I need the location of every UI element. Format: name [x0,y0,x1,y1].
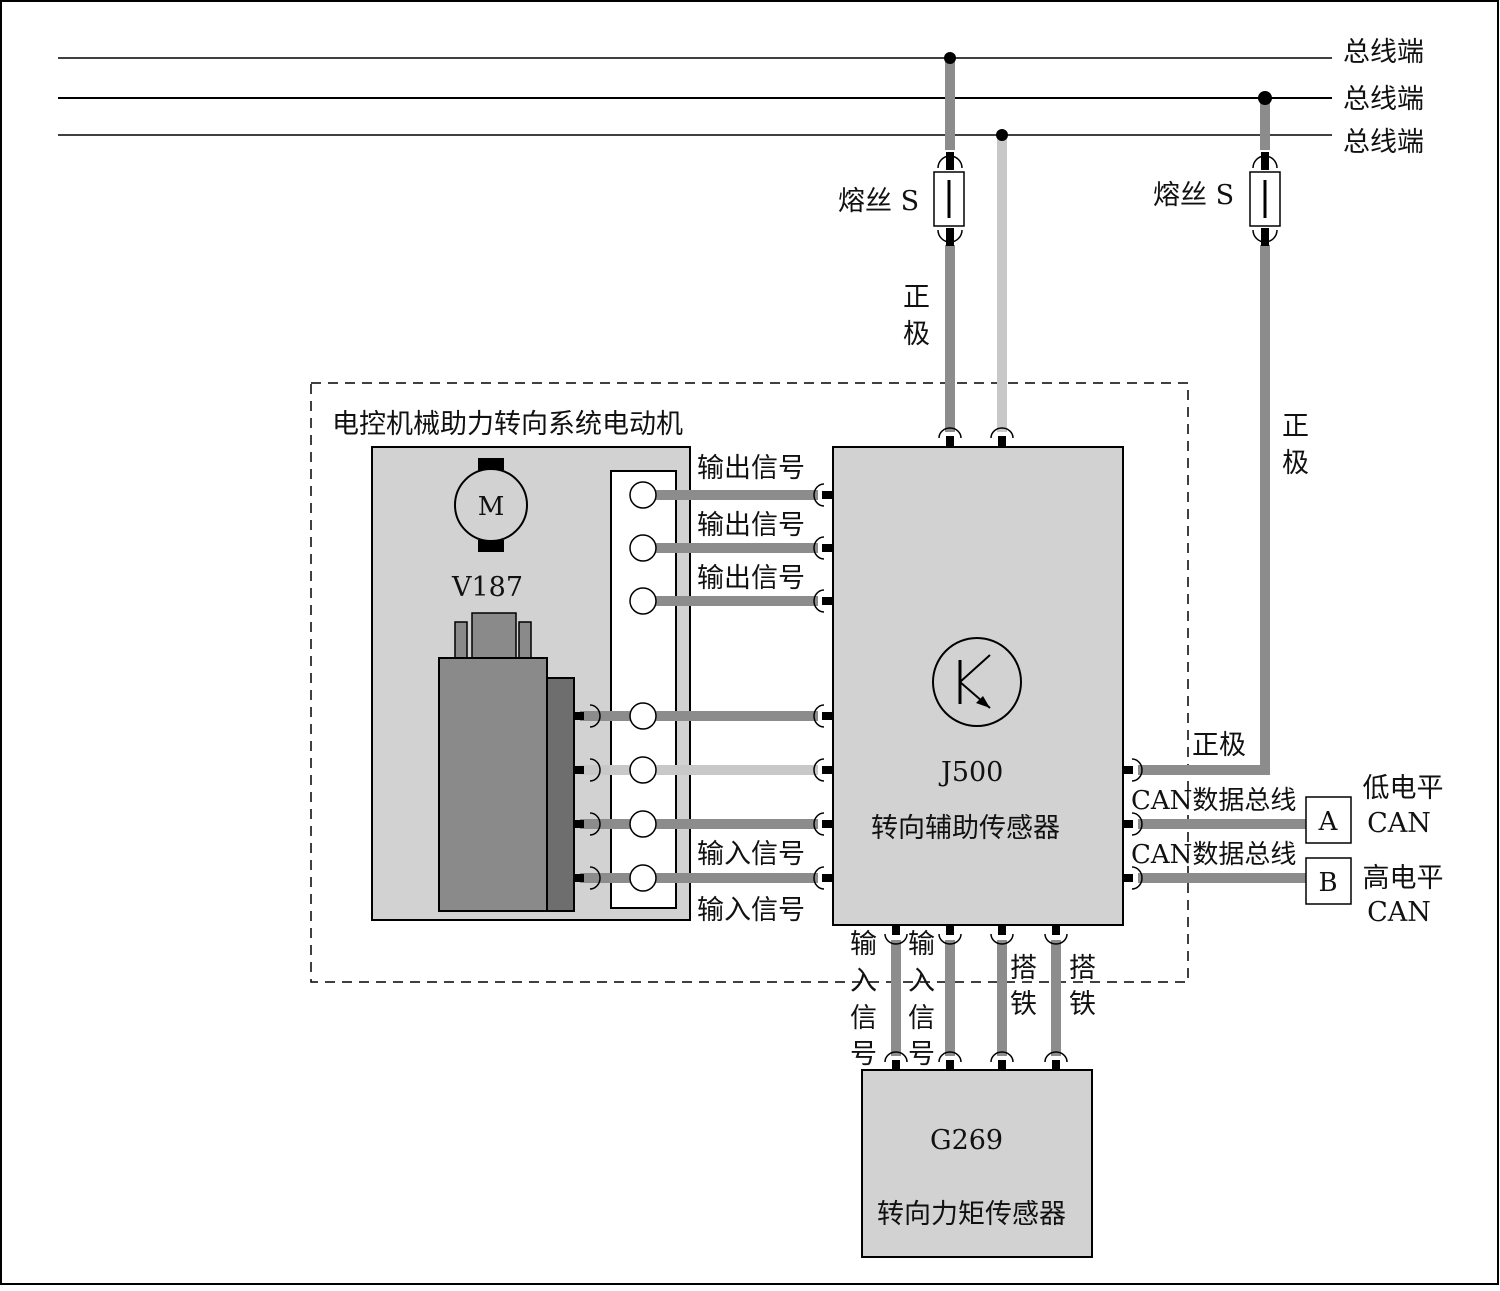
j500-top-connectors [938,427,1014,447]
j500-box [832,446,1124,926]
input1-char-1: 输 [850,929,877,960]
junction-dot-3 [996,129,1008,141]
ground1-char-1: 搭 [1010,953,1037,984]
high-level-label-2: CAN [1367,897,1431,928]
positive-right-char2: 极 [1282,448,1309,479]
input-signal-label-1: 输入信号 [697,839,805,870]
can-box-a [1305,796,1352,844]
signal-wires [580,490,818,883]
can-box-a-label: A [1318,807,1339,837]
positive-side-label: 正极 [1192,730,1246,761]
input2-char-3: 信 [908,1003,935,1034]
terminal-pin [629,810,657,838]
terminal-pin [629,756,657,784]
can-box-b-label: B [1318,868,1337,898]
terminal-pin [629,587,657,615]
j500-left-connectors [813,483,833,890]
g269-name: 转向力矩传感器 [877,1199,1066,1230]
can-wiring: CAN数据总线 CAN数据总线 A B 低电平 CAN 高电平 CAN [1123,758,1444,928]
ground2-char-2: 铁 [1069,989,1096,1020]
fuse-left: 熔丝 S [838,152,965,246]
input1-char-4: 号 [850,1039,877,1070]
input2-char-1: 输 [908,929,935,960]
low-level-label-1: 低电平 [1363,773,1444,804]
input1-char-2: 入 [850,966,877,997]
motor-connector-block [438,657,548,912]
input2-char-2: 入 [908,966,935,997]
motor-symbol: M [478,492,505,522]
motor-id-label: V187 [451,572,523,603]
bus-line-2-label: 总线端 [1343,84,1424,115]
output-signal-label-1: 输出信号 [697,453,805,484]
high-level-label-1: 高电平 [1363,863,1444,894]
positive-left-char2: 极 [903,319,930,350]
bus-line-1-label: 总线端 [1343,37,1424,68]
transistor-icon [932,637,1022,727]
fuse-right-label: 熔丝 S [1153,180,1234,211]
positive-left-char1: 正 [903,282,930,313]
motor-icon [454,468,528,542]
fuse-right: 熔丝 S [1153,152,1281,246]
ground2-char-1: 搭 [1069,953,1096,984]
output-signal-label-2: 输出信号 [697,510,805,541]
ground1-char-2: 铁 [1010,989,1037,1020]
motor-connector-side [546,677,575,912]
terminal-pin [629,534,657,562]
can-bus-b-label: CAN数据总线 [1131,840,1296,870]
power-wires [944,52,1272,775]
fuse-left-label: 熔丝 S [838,186,919,217]
motor-side-connectors [574,704,601,890]
j500-module: J500 转向辅助传感器 [832,446,1124,926]
j500-id: J500 [938,757,1003,788]
g269-box [861,1069,1093,1258]
motor-system-title: 电控机械助力转向系统电动机 [332,409,683,440]
motor-system-boundary [310,382,1189,983]
terminal-pin [629,481,657,509]
input2-char-4: 号 [908,1039,935,1070]
can-bus-a-label: CAN数据总线 [1131,786,1296,816]
input-signal-label-2: 输入信号 [697,895,805,926]
terminal-pin [629,864,657,892]
g269-id: G269 [930,1125,1003,1156]
output-signal-label-3: 输出信号 [697,563,805,594]
j500-name: 转向辅助传感器 [871,813,1060,844]
can-box-b [1305,857,1352,905]
junction-dot-2 [1258,91,1272,105]
positive-right-char1: 正 [1282,411,1309,442]
terminal-pin [629,702,657,730]
junction-dot-1 [944,52,956,64]
input1-char-3: 信 [850,1003,877,1034]
wire-fuse-right-to-j500 [1138,245,1270,775]
bus-lines: 总线端 总线端 总线端 [58,37,1424,158]
bottom-wires: 输 入 信 号 输 入 信 号 搭 铁 搭 铁 [850,925,1096,1070]
g269-module: G269 转向力矩传感器 [861,1069,1093,1258]
terminal-pins [629,481,657,892]
bus-line-3-label: 总线端 [1343,127,1424,158]
low-level-label-2: CAN [1367,808,1431,839]
